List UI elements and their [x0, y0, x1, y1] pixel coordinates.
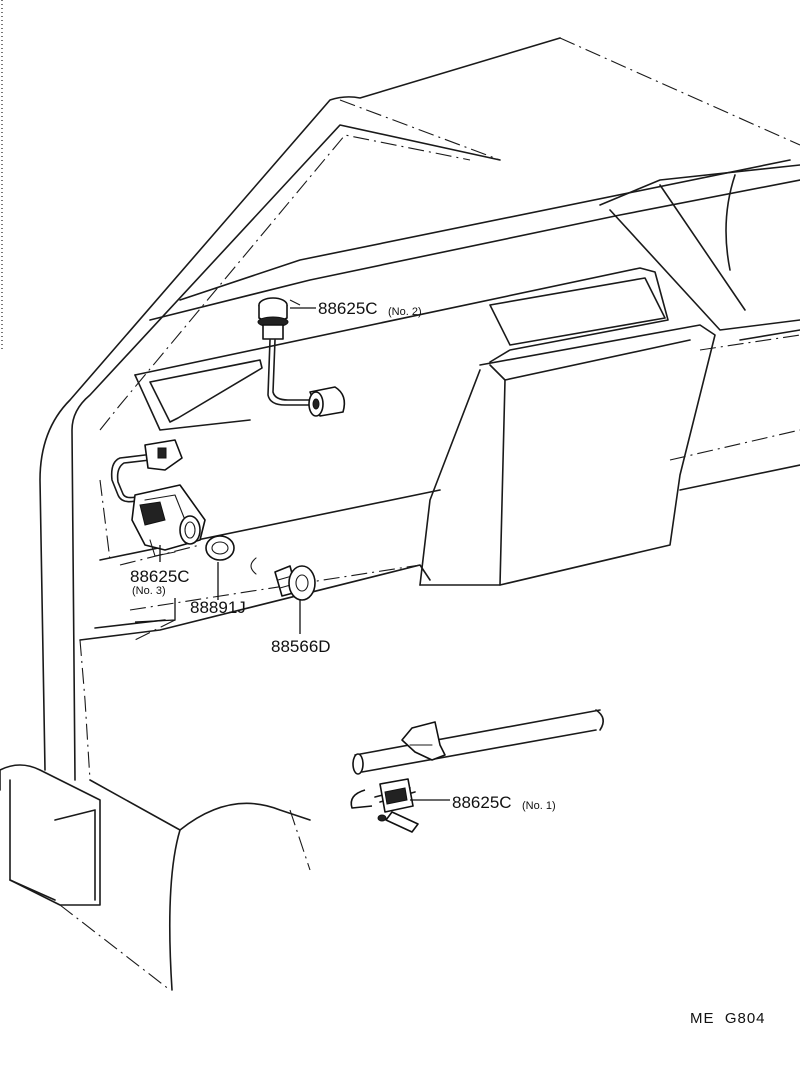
callout-no1: 88625C (No. 1): [452, 793, 556, 812]
lower-body-outline: [59, 639, 311, 991]
callout-washer: 88891J: [190, 598, 246, 617]
drawing-code: ME G804: [690, 1010, 766, 1027]
callout-grommet: 88566D: [271, 637, 331, 656]
callout-no3: 88625C (No. 3): [130, 567, 190, 597]
switch-no2: [257, 297, 346, 417]
washer-88891J: [205, 535, 257, 575]
switch-no3: [110, 439, 206, 557]
callout-grommet-part: 88566D: [271, 637, 331, 656]
callout-washer-part: 88891J: [190, 598, 246, 617]
cable-harness: [352, 709, 604, 775]
vehicle-body-outline: [0, 37, 800, 906]
dashboard-outline: [79, 267, 800, 641]
callout-no3-part: 88625C: [130, 567, 190, 586]
callout-no2-note: (No. 2): [388, 306, 422, 318]
callout-no1-note: (No. 1): [522, 800, 556, 812]
leader-lines: [134, 307, 450, 801]
callout-no1-part: 88625C: [452, 793, 512, 812]
grommet-88566D: [274, 565, 316, 601]
callout-no3-note: (No. 3): [132, 585, 166, 597]
callout-no2-part: 88625C: [318, 299, 378, 318]
switch-no1: [350, 778, 419, 833]
callout-no2: 88625C (No. 2): [318, 299, 422, 318]
